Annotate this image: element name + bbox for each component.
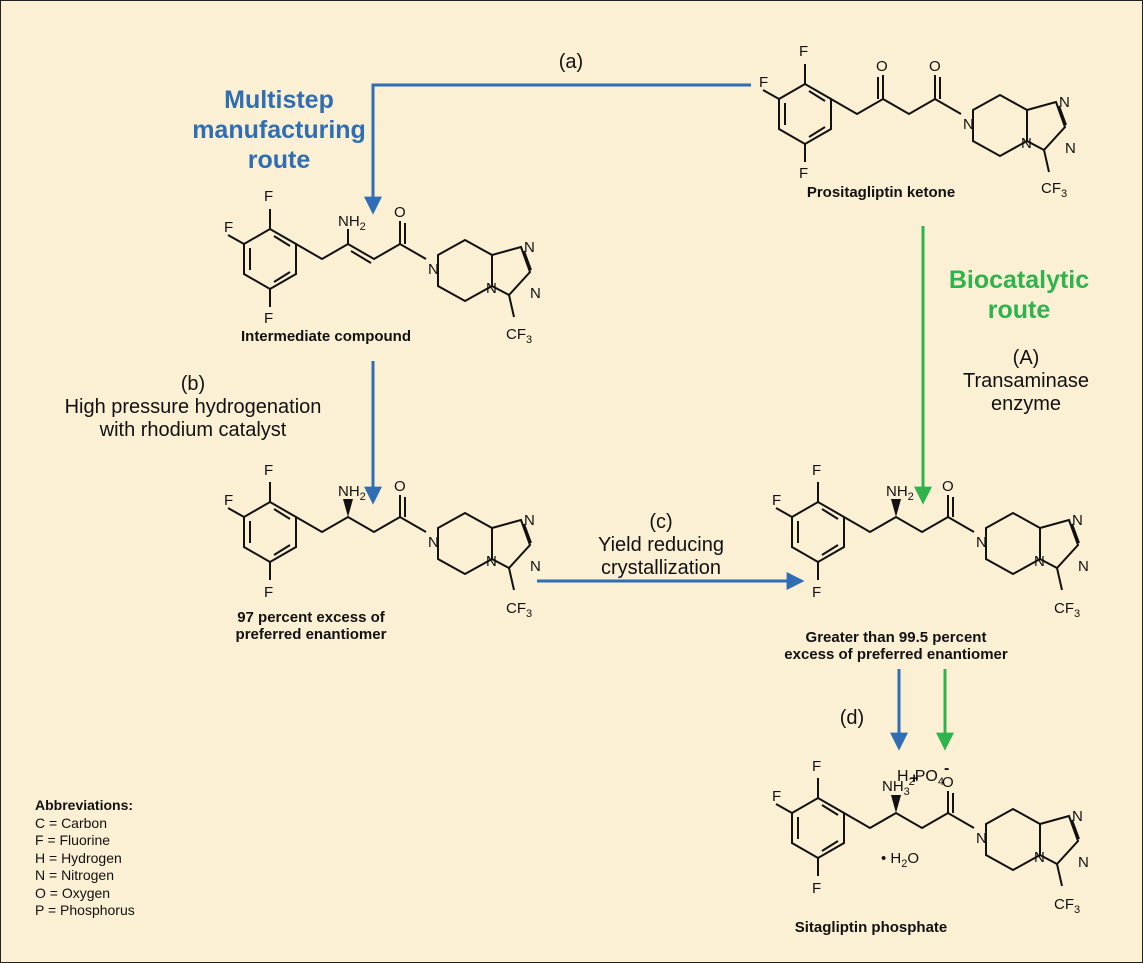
atom-label: O <box>876 58 888 75</box>
atom-label: N <box>524 239 535 256</box>
abbreviation-item: C = Carbon <box>35 814 107 831</box>
atom-label: NH3+ <box>882 770 919 798</box>
caption-99-5-percent: Greater than 99.5 percent excess of pref… <box>746 629 1046 664</box>
atom-label: O <box>394 204 406 221</box>
abbreviation-item: F = Fluorine <box>35 832 111 848</box>
atom-label: F <box>759 74 768 91</box>
atom-label: CF3 <box>1054 600 1080 620</box>
abbreviation-item: P = Phosphorus <box>35 902 135 918</box>
atom-label: F <box>772 492 781 509</box>
atom-label: CF3 <box>506 600 532 620</box>
route-title-line: manufacturing <box>192 116 366 144</box>
step-A-text: enzyme <box>990 393 1062 415</box>
route-title-line: route <box>987 296 1051 324</box>
atom-label: N <box>1059 94 1070 111</box>
atom-label: F <box>799 165 808 182</box>
atom-label: N <box>1078 558 1089 575</box>
step-c-id: (c) <box>649 511 673 533</box>
step-a-label: (a) <box>558 51 584 73</box>
step-b-text: with rhodium catalyst <box>99 419 287 441</box>
atom-label: O <box>942 478 954 495</box>
step-c-label: (c) Yield reducing crystallization <box>561 511 761 580</box>
atom-label: F <box>264 462 273 479</box>
atom-label: O <box>942 774 954 791</box>
molecule-ketone <box>762 63 1067 173</box>
atom-label: N <box>530 558 541 575</box>
atom-label: N <box>1078 854 1089 871</box>
atom-label: N <box>1034 553 1045 570</box>
phosphate-label: H2PO4- <box>897 760 949 788</box>
atom-label: N <box>428 534 439 551</box>
step-b-text: High pressure hydrogenation <box>64 396 322 418</box>
atom-label: CF3 <box>506 326 532 346</box>
caption-line: preferred enantiomer <box>235 626 387 644</box>
atom-label: F <box>812 758 821 775</box>
atom-label: N <box>486 280 497 297</box>
abbreviation-item: N = Nitrogen <box>35 867 114 883</box>
caption-intermediate: Intermediate compound <box>240 328 412 345</box>
molecule-99-5-percent <box>775 481 1080 591</box>
route-title-line: route <box>247 146 311 174</box>
atom-label: N <box>1034 849 1045 866</box>
atom-label: O <box>394 478 406 495</box>
atom-label: O <box>929 58 941 75</box>
step-A-id: (A) <box>1012 347 1040 369</box>
molecule-sitagliptin <box>775 777 1080 887</box>
molecule-intermediate <box>227 208 532 318</box>
step-A-label: (A) Transaminase enzyme <box>941 347 1111 416</box>
caption-97-percent: 97 percent excess of preferred enantiome… <box>201 609 421 644</box>
step-b-id: (b) <box>180 373 206 395</box>
atom-label: N <box>1072 512 1083 529</box>
route-title-line: Multistep <box>224 86 334 114</box>
abbreviations-legend: Abbreviations: C = Carbon F = Fluorine H… <box>35 797 135 920</box>
atom-label: F <box>264 584 273 601</box>
atom-label: F <box>224 492 233 509</box>
atom-label: F <box>812 880 821 897</box>
molecule-97-percent <box>227 481 532 591</box>
atom-label: N <box>486 553 497 570</box>
biocatalytic-route-title: Biocatalytic route <box>929 265 1109 325</box>
atom-label: N <box>428 261 439 278</box>
atom-label: NH2 <box>338 483 366 503</box>
atom-label: CF3 <box>1054 896 1080 916</box>
atom-label: N <box>976 830 987 847</box>
atom-label: N <box>976 534 987 551</box>
abbreviation-item: H = Hydrogen <box>35 849 122 866</box>
abbreviations-title: Abbreviations: <box>35 797 134 813</box>
atom-label: N <box>530 285 541 302</box>
step-c-text: crystallization <box>600 557 722 579</box>
caption-sitagliptin: Sitagliptin phosphate <box>794 919 948 936</box>
step-A-text: Transaminase <box>963 370 1089 392</box>
atom-label: N <box>963 116 974 133</box>
atom-label: N <box>1065 140 1076 157</box>
atom-label: N <box>1021 135 1032 152</box>
atom-label: F <box>264 310 273 327</box>
caption-line: 97 percent excess of <box>237 609 385 626</box>
arrow-a <box>364 83 751 215</box>
water-label: • H2O <box>881 850 919 870</box>
caption-line: excess of preferred enantiomer <box>784 646 1008 664</box>
atom-label: F <box>264 188 273 205</box>
atom-label: N <box>1072 808 1083 825</box>
step-d-label: (d) <box>839 707 865 729</box>
atom-label: F <box>812 584 821 601</box>
step-c-text: Yield reducing <box>597 534 724 556</box>
atom-label: F <box>224 219 233 236</box>
atom-label: F <box>772 788 781 805</box>
route-title-line: Biocatalytic <box>948 266 1090 294</box>
atom-label: F <box>812 462 821 479</box>
step-b-label: (b) High pressure hydrogenation with rho… <box>43 373 343 442</box>
atom-label: NH2 <box>886 483 914 503</box>
atom-label: F <box>799 43 808 60</box>
atom-label: NH2 <box>338 213 366 233</box>
caption-ketone: Prositagliptin ketone <box>806 184 956 201</box>
multistep-route-title: Multistep manufacturing route <box>179 85 379 175</box>
caption-line: Greater than 99.5 percent <box>805 629 987 646</box>
atom-label: N <box>524 512 535 529</box>
atom-label: CF3 <box>1041 180 1067 200</box>
abbreviation-item: O = Oxygen <box>35 884 111 901</box>
